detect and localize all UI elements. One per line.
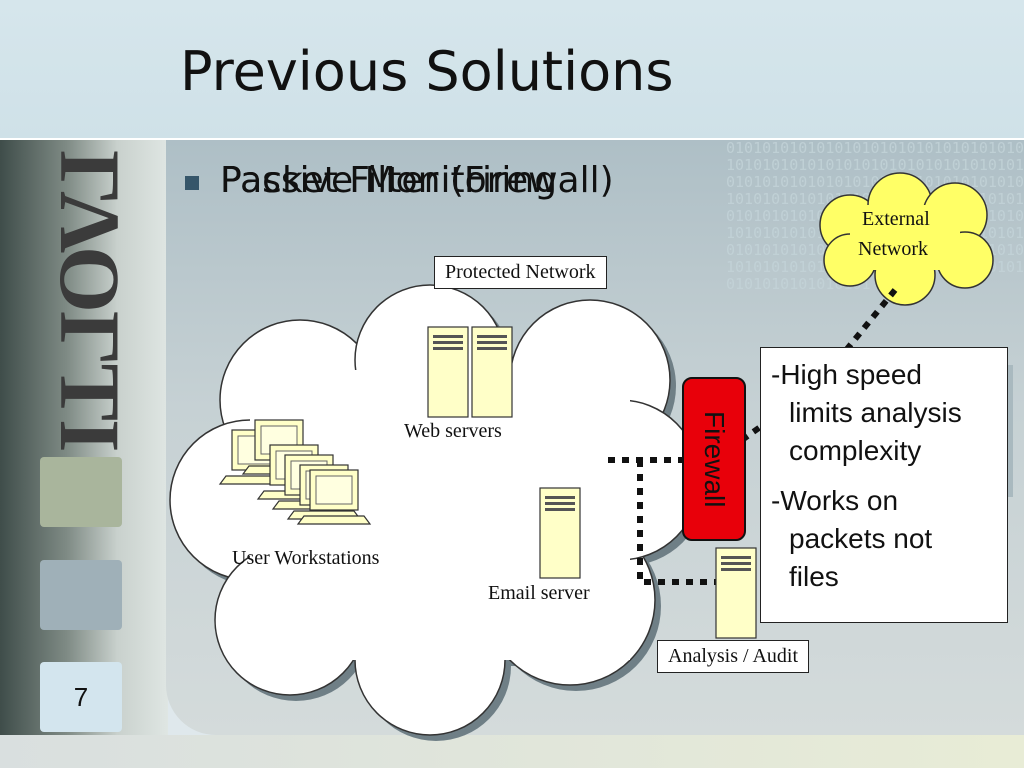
slide-title: Previous Solutions xyxy=(180,40,674,103)
web-servers-label: Web servers xyxy=(404,420,502,442)
note-1-line-2: limits analysis xyxy=(789,397,962,428)
external-network-label-line2: Network xyxy=(858,238,928,260)
sidebar-square-green xyxy=(40,457,122,527)
note-1-line-1: -High speed xyxy=(771,359,922,390)
bullet-text-packet-filter: Packet Filter (Firewall) xyxy=(220,160,614,201)
bullet-marker xyxy=(185,176,199,190)
web-server-icon xyxy=(427,326,469,418)
bullet-text-passive-monitoring: Passive Monitoring xyxy=(220,160,558,201)
firewall-box: Firewall xyxy=(682,377,746,541)
protected-network-label: Protected Network xyxy=(434,256,607,289)
email-server-icon xyxy=(539,487,581,579)
user-workstations-label: User Workstations xyxy=(232,547,380,569)
firewall-label: Firewall xyxy=(699,410,730,508)
email-server-label: Email server xyxy=(488,582,590,604)
notes-box: -High speed limits analysis complexity -… xyxy=(760,347,1008,623)
note-item-1: -High speed limits analysis complexity xyxy=(771,356,1001,470)
sidebar-logo-text: ΓΛΟΓΤΙ xyxy=(42,150,138,451)
sidebar-square-blue xyxy=(40,560,122,630)
analysis-audit-label: Analysis / Audit xyxy=(657,640,810,673)
web-server-icon-2 xyxy=(471,326,513,418)
note-2-line-1: -Works on xyxy=(771,485,899,516)
external-network-cloud-fill xyxy=(850,205,960,270)
note-1-line-3: complexity xyxy=(789,435,922,466)
analysis-server-icon xyxy=(715,547,757,639)
note-2-line-2: packets not xyxy=(789,523,933,554)
page-number: 7 xyxy=(40,662,122,732)
external-network-label-line1: External xyxy=(862,208,930,230)
slide-header: Previous Solutions xyxy=(0,0,1024,140)
note-item-2: -Works on packets not files xyxy=(771,482,1001,596)
bottom-strip xyxy=(0,735,1024,768)
note-2-line-3: files xyxy=(789,561,839,592)
